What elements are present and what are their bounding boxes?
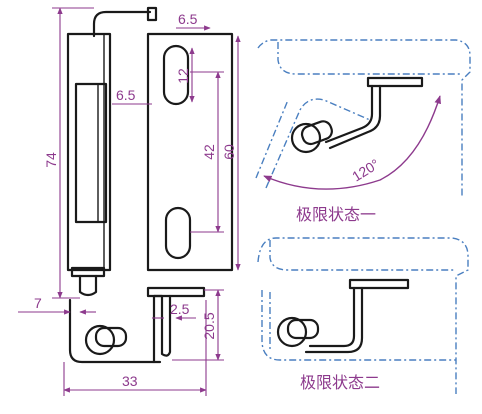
limit-state-two: 极限状态二 xyxy=(257,237,469,394)
state-one-phantom-edge xyxy=(255,99,289,179)
state-two-flange xyxy=(348,278,410,290)
bottom-leaf xyxy=(152,294,172,364)
dim-6-5-top-label: 6.5 xyxy=(178,11,198,27)
state-two-leaf xyxy=(304,286,364,354)
limit-state-one: 120° 极限状态一 xyxy=(255,39,471,224)
pin-hook xyxy=(92,10,152,38)
state-one-leaf xyxy=(324,84,382,150)
state-two-pin-circle xyxy=(276,316,308,348)
front-dimensions: 74 6.5 12 6.5 42 60 xyxy=(43,7,241,299)
state-one-arc xyxy=(263,95,441,190)
leaf-plate-a xyxy=(74,82,108,224)
dim-7-label: 7 xyxy=(34,295,42,311)
state-two-phantom-inner xyxy=(269,240,454,271)
dim-20-5-label: 20.5 xyxy=(201,312,217,339)
state-two-phantom-outline xyxy=(257,237,469,394)
dim-74-label: 74 xyxy=(43,152,59,168)
dim-6-5-mid-label: 6.5 xyxy=(116,87,136,103)
dim-12-label: 12 xyxy=(175,68,191,84)
slot-upper xyxy=(162,44,190,106)
state-one-phantom-outline xyxy=(257,39,471,196)
slot-lower xyxy=(164,206,192,260)
bottom-pin-circle xyxy=(84,324,116,356)
caption-state-two: 极限状态二 xyxy=(300,374,380,392)
dim-33-label: 33 xyxy=(122,373,138,389)
dim-2-5-label: 2.5 xyxy=(170,301,190,317)
state-one-phantom-inner xyxy=(277,42,460,75)
dim-42-label: 42 xyxy=(201,144,217,160)
bottom-dimensions: 7 2.5 20.5 33 xyxy=(18,289,224,396)
caption-state-one: 极限状态一 xyxy=(296,206,376,224)
leaf-plate-b xyxy=(146,32,234,272)
bottom-flange xyxy=(146,286,206,298)
state-one-flange xyxy=(366,76,424,88)
bottom-knuckle xyxy=(68,298,162,364)
hinge-knuckle xyxy=(66,32,112,272)
dim-60-label: 60 xyxy=(221,144,237,160)
pin-bottom xyxy=(70,266,106,278)
state-two-phantom-door xyxy=(261,290,456,361)
bottom-pin-body xyxy=(94,326,128,348)
front-view xyxy=(66,6,234,297)
bottom-view xyxy=(68,286,206,364)
state-two-pin-body xyxy=(286,318,320,340)
pin-end-cap xyxy=(146,6,158,22)
pin-tip xyxy=(78,274,98,297)
